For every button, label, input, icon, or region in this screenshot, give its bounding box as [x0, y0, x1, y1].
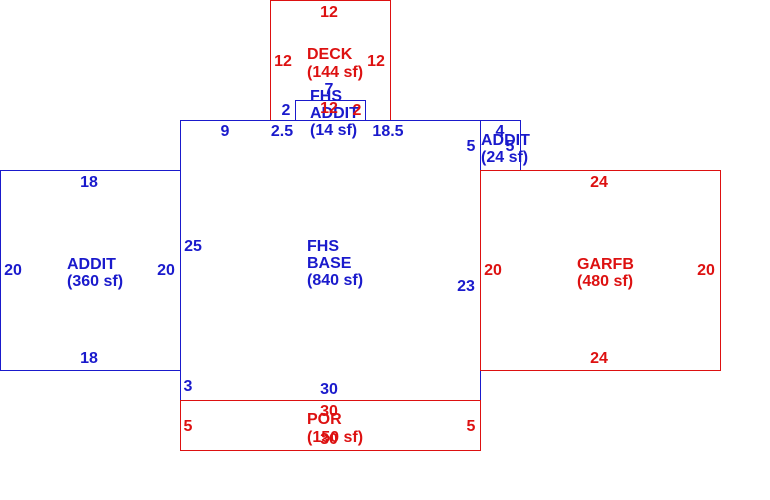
fhs-base-bottom-dimension: 30 [320, 381, 338, 398]
deck-top-dimension: 12 [320, 4, 338, 21]
addit-right-top-dimension: 4 [496, 123, 505, 140]
fhs-addit-area: (14 sf) [310, 122, 357, 139]
deck-name: DECK [307, 46, 353, 63]
fhs-base-top-dimension-b: 2.5 [271, 123, 293, 140]
fhs-base-left-dimension: 25 [184, 238, 202, 255]
por-bottom-dimension: 30 [320, 431, 338, 448]
fhs-addit-name-line2: ADDIT [310, 105, 359, 122]
fhs-base-area: (840 sf) [307, 272, 363, 289]
addit-left-bottom-dimension: 18 [80, 350, 98, 367]
garfb-outline [480, 170, 721, 371]
fhs-base-top-dimension-c: 18.5 [372, 123, 403, 140]
por-left-dimension: 5 [184, 418, 193, 435]
deck-area: (144 sf) [307, 64, 363, 81]
deck-right-dimension: 12 [367, 53, 385, 70]
fhs-base-right-top-dimension: 5 [467, 138, 476, 155]
addit-right-name: ADDIT [481, 132, 530, 149]
garfb-right-dimension: 20 [697, 262, 715, 279]
fhs-base-right-dimension: 23 [457, 278, 475, 295]
fhs-addit-left-dimension: 2 [282, 102, 291, 119]
por-outline [180, 400, 481, 451]
deck-left-dimension: 12 [274, 53, 292, 70]
addit-right-area: (24 sf) [481, 149, 528, 166]
addit-left-name: ADDIT [67, 256, 116, 273]
addit-left-top-dimension: 18 [80, 174, 98, 191]
por-top-dimension: 30 [320, 403, 338, 420]
addit-left-outline [0, 170, 181, 371]
deck-bottom-dimension: 12 [320, 100, 338, 117]
por-name: POR [307, 411, 342, 428]
fhs-base-name-line1: FHS [307, 238, 339, 255]
garfb-left-dimension: 20 [484, 262, 502, 279]
fhs-base-top-dimension-a: 9 [221, 123, 230, 140]
fhs-addit-right-dimension: 2 [353, 102, 362, 119]
por-area: (150 sf) [307, 429, 363, 446]
addit-left-left-dimension: 20 [4, 262, 22, 279]
addit-left-right-dimension: 20 [157, 262, 175, 279]
garfb-bottom-dimension: 24 [590, 350, 608, 367]
garfb-top-dimension: 24 [590, 174, 608, 191]
fhs-base-name-line2: BASE [307, 255, 352, 272]
por-right-dimension: 5 [467, 418, 476, 435]
garfb-area: (480 sf) [577, 273, 633, 290]
fhs-addit-name-line1: FHS [310, 88, 342, 105]
fhs-addit-width-dimension: 7 [325, 81, 334, 98]
fhs-addit-outline [295, 100, 366, 121]
addit-right-right-dimension: 5 [506, 138, 515, 155]
fhs-base-left-bottom-dimension: 3 [184, 378, 193, 395]
addit-left-area: (360 sf) [67, 273, 123, 290]
garfb-name: GARFB [577, 256, 634, 273]
